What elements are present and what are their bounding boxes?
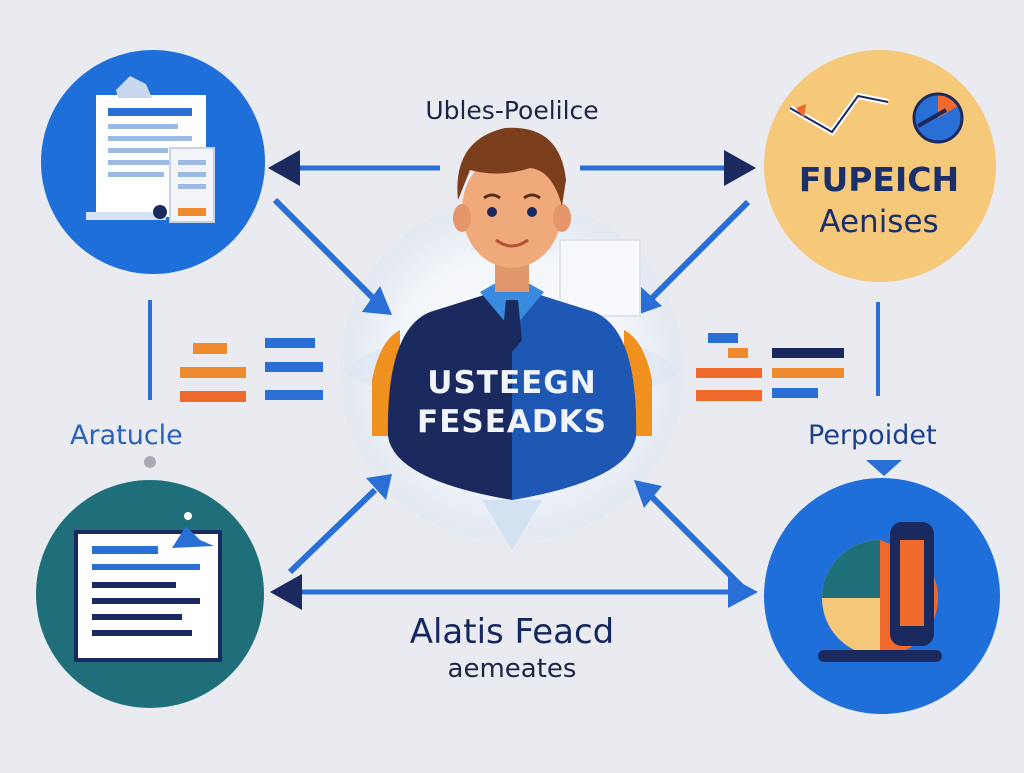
person-avatar — [372, 127, 652, 500]
bars-right — [696, 333, 844, 401]
connector-arrows — [144, 150, 902, 610]
center-title-line2: FESEADKS — [417, 404, 607, 440]
arrow-head-right-down — [866, 460, 902, 476]
arrow-head-top-left — [268, 150, 300, 186]
arrow-diag-tr — [647, 199, 751, 303]
arrow-head-bottom-left — [270, 574, 302, 610]
arrow-head-top-right — [724, 150, 756, 186]
arrow-diag-tl — [272, 197, 378, 303]
node-bottom-left — [36, 480, 264, 708]
bars-left — [180, 338, 323, 402]
arrow-diag-br — [647, 492, 748, 593]
top-right-title-line2: Aenises — [819, 204, 939, 240]
top-caption: Ubles-Poelilce — [425, 96, 599, 125]
bottom-title: Alatis Feacd — [409, 612, 615, 652]
dot-left — [144, 456, 156, 468]
node-top-right — [764, 50, 996, 282]
pin-icon — [172, 526, 214, 548]
arrow-diag-bl — [287, 487, 378, 575]
node-bottom-right — [764, 478, 1000, 714]
bottom-subtitle: aemeates — [447, 654, 577, 684]
seal-icon — [153, 205, 167, 219]
left-caption: Aratucle — [70, 420, 183, 451]
right-caption: Perpoidet — [808, 420, 937, 451]
node-top-left — [41, 50, 265, 274]
top-right-title-line1: FUPEICH — [798, 160, 960, 199]
center-title-line1: USTEEGN — [427, 365, 597, 401]
